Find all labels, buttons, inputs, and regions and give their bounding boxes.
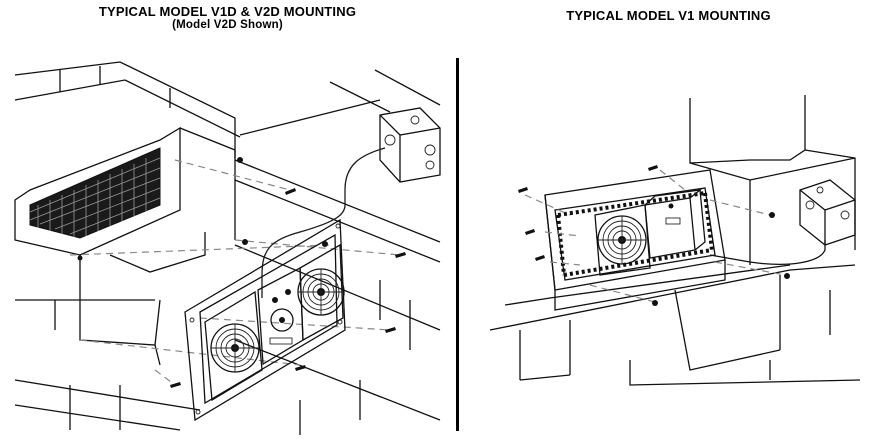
fan-unit-left	[204, 290, 263, 402]
v1-mounting-panel: TYPICAL MODEL V1 MOUNTING	[460, 0, 877, 443]
wall-sleeve	[544, 169, 726, 311]
v1-mounting-illustration	[489, 95, 861, 386]
brick-wall	[14, 61, 441, 435]
control-box	[644, 189, 706, 259]
junction-box	[799, 179, 856, 246]
v1d-v2d-title: TYPICAL MODEL V1D & V2D MOUNTING	[98, 4, 357, 19]
conduit	[709, 240, 826, 265]
v1d-v2d-mounting-panel: TYPICAL MODEL V1D & V2D MOUNTING (Model …	[14, 4, 441, 435]
brick-wall	[489, 95, 861, 386]
panel-divider	[456, 58, 459, 431]
wall-opening	[14, 126, 236, 366]
alignment-guides	[524, 169, 786, 303]
v2d-shown-subtitle: (Model V2D Shown)	[172, 19, 283, 31]
v1-title: TYPICAL MODEL V1 MOUNTING	[566, 8, 771, 23]
ventilator-mounting-plate	[184, 218, 346, 422]
fan-unit	[594, 204, 651, 276]
conduit	[261, 147, 386, 298]
louver-grille	[29, 147, 161, 239]
fan-unit-right	[297, 243, 345, 342]
junction-box	[379, 107, 441, 183]
v2d-mounting-illustration	[14, 61, 441, 435]
mounting-screws	[77, 157, 406, 388]
mounting-screws	[518, 165, 790, 306]
